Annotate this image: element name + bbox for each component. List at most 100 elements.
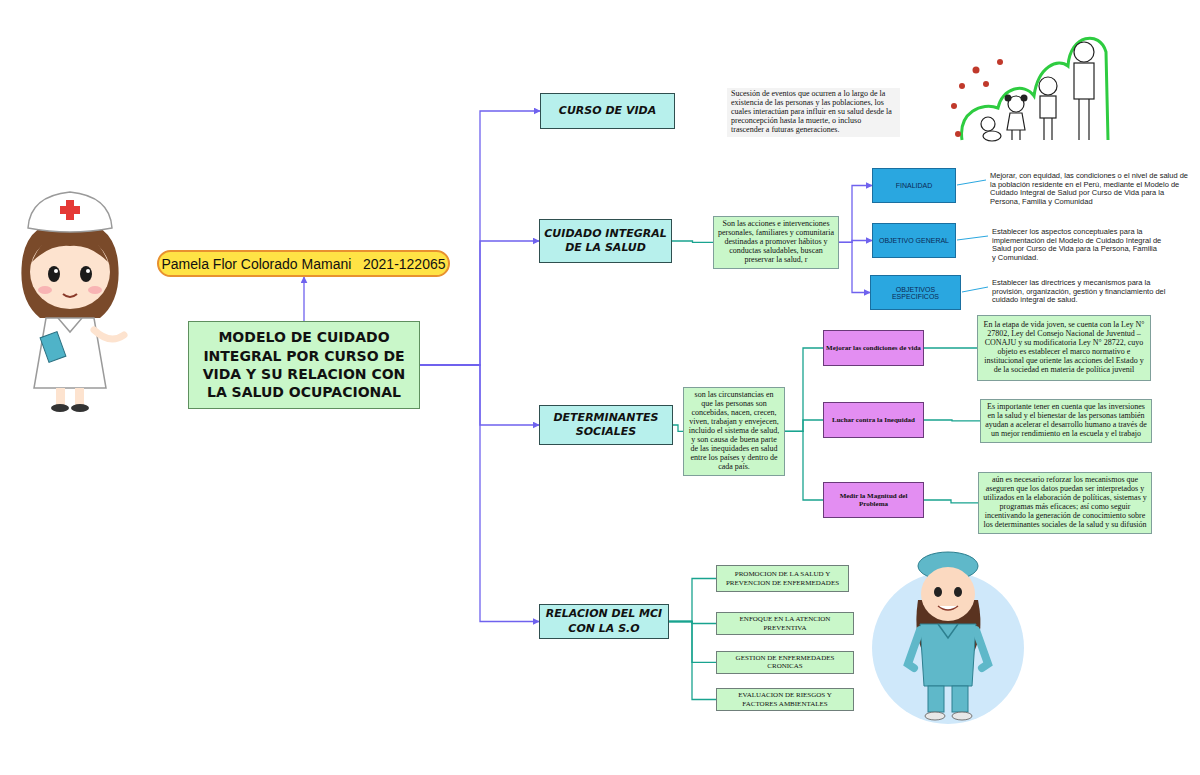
adult-head <box>1074 42 1094 62</box>
node-text: CURSO DE VIDA <box>545 104 670 118</box>
central-topic: MODELO DE CUIDADO INTEGRAL POR CURSO DE … <box>188 321 420 409</box>
family-illustration <box>951 38 1108 141</box>
node-text: DETERMINANTES SOCIALES <box>544 411 668 440</box>
eye-shine <box>86 269 90 273</box>
detail-box: Es importante tener en cuenta que las in… <box>980 399 1152 443</box>
definition-box: Sucesión de eventos que ocurren a lo lar… <box>727 88 900 137</box>
nurse-pants <box>928 686 944 712</box>
relation-box: PROMOCION DE LA SALUD Y PREVENCION DE EN… <box>716 565 849 592</box>
action-box: Luchar contra la Inequidad <box>823 402 924 438</box>
nurse-arm <box>94 330 124 339</box>
node-text: Es importante tener en cuenta que las in… <box>985 403 1147 439</box>
author-box: Pamela Flor Colorado Mamani 2021-122065 <box>157 250 450 277</box>
virus-dot <box>951 103 957 109</box>
nurse-pants <box>952 686 968 712</box>
baby-head <box>981 117 995 131</box>
virus-dot <box>973 67 980 74</box>
node-text: MODELO DE CUIDADO INTEGRAL POR CURSO DE … <box>197 328 411 402</box>
node-text: aún es necesario reforzar los mecanismos… <box>983 476 1147 530</box>
relation-box: GESTION DE ENFERMEDADES CRONICAS <box>716 651 854 674</box>
connector <box>673 425 683 431</box>
nurse-smile <box>938 606 958 610</box>
eye-shine <box>54 269 58 273</box>
node-text: son las circunstancias en que las person… <box>688 391 780 472</box>
virus-dot <box>955 131 961 137</box>
boy-legs <box>1044 118 1052 140</box>
relation-box: EVALUACION DE RIESGOS Y FACTORES AMBIENT… <box>716 688 854 711</box>
node-text: OBJETIVO GENERAL <box>875 237 953 244</box>
nurse-eye <box>48 266 60 282</box>
connector <box>420 365 539 622</box>
node-text: PROMOCION DE LA SALUD Y PREVENCION DE EN… <box>720 570 845 587</box>
nurse-shoe <box>71 404 89 412</box>
node-text: Son las acciones e intervenciones person… <box>718 220 834 265</box>
connector <box>924 500 978 503</box>
node-text: En la etapa de vida joven, se cuenta con… <box>982 321 1146 375</box>
note-text: Mejorar, con equidad, las condiciones o … <box>990 172 1195 207</box>
nurse-cap <box>28 192 112 232</box>
node-text: Mejorar las condiciones de vida <box>826 344 921 352</box>
relation-box: ENFOQUE EN LA ATENCION PREVENTIVA <box>716 612 854 635</box>
note-text: Establecer las directrices y mecanismos … <box>992 279 1177 305</box>
virus-dot <box>997 59 1003 65</box>
nurse-arm <box>976 630 988 668</box>
nurse-shoe <box>51 404 69 412</box>
adult-body <box>1074 63 1094 99</box>
connector <box>839 242 870 292</box>
connector <box>785 348 823 431</box>
connector <box>785 420 823 431</box>
adult-legs <box>1079 99 1089 140</box>
branch-box: DETERMINANTES SOCIALES <box>539 405 673 445</box>
family-outline <box>962 38 1108 140</box>
note-text: Establecer los aspectos conceptuales par… <box>992 228 1162 263</box>
nurse-cheek <box>88 286 102 294</box>
detail-box: En la etapa de vida joven, se cuenta con… <box>977 315 1151 381</box>
connector <box>924 347 977 348</box>
nurse-eye <box>934 587 942 597</box>
boy-head <box>1039 77 1057 95</box>
connector <box>785 431 823 500</box>
node-text: Pamela Flor Colorado Mamani 2021-122065 <box>159 256 448 272</box>
leader-line <box>957 180 986 185</box>
nurse-scrubs <box>920 624 976 686</box>
objective-box: FINALIDAD <box>872 168 956 203</box>
leader-line <box>957 236 988 240</box>
connector <box>839 186 872 243</box>
nurse-shoe <box>952 712 972 720</box>
virus-dot <box>983 81 989 87</box>
definition-box: son las circunstancias en que las person… <box>683 387 785 476</box>
action-box: Medir la Magnitud del Problema <box>823 482 924 518</box>
node-text: EVALUACION DE RIESGOS Y FACTORES AMBIENT… <box>720 691 850 708</box>
nurse-leg <box>56 388 65 406</box>
connector <box>303 277 304 321</box>
red-cross <box>60 206 80 214</box>
nurse-arm <box>908 630 920 668</box>
nurse-leg <box>75 388 84 406</box>
node-text: FINALIDAD <box>875 182 953 189</box>
nurse-circle-illustration <box>872 552 1024 724</box>
node-text: GESTION DE ENFERMEDADES CRONICAS <box>720 654 850 671</box>
boy-body <box>1040 96 1056 118</box>
nurse-collar <box>58 318 82 332</box>
girl-legs <box>1012 130 1020 140</box>
connector <box>420 111 540 365</box>
node-text: Medir la Magnitud del Problema <box>826 492 921 508</box>
baby-body <box>983 131 1001 141</box>
node-text: CUIDADO INTEGRAL DE LA SALUD <box>544 227 667 256</box>
detail-box: aún es necesario reforzar los mecanismos… <box>978 472 1152 534</box>
branch-box: CURSO DE VIDA <box>540 93 675 129</box>
node-text: ENFOQUE EN LA ATENCION PREVENTIVA <box>720 615 850 632</box>
clipboard <box>40 332 66 363</box>
girl-bun <box>1021 95 1028 102</box>
node-text: Sucesión de eventos que ocurren a lo lar… <box>731 90 896 135</box>
objective-box: OBJETIVOS ESPECIFICOS <box>870 275 961 310</box>
connector <box>924 419 980 421</box>
connector <box>669 622 716 700</box>
connector <box>672 241 713 242</box>
objective-box: OBJETIVO GENERAL <box>872 223 956 258</box>
nurse-fringe <box>32 234 108 262</box>
leader-line <box>962 287 988 292</box>
nurse-cheek <box>38 286 52 294</box>
scrubs-collar <box>938 624 958 638</box>
